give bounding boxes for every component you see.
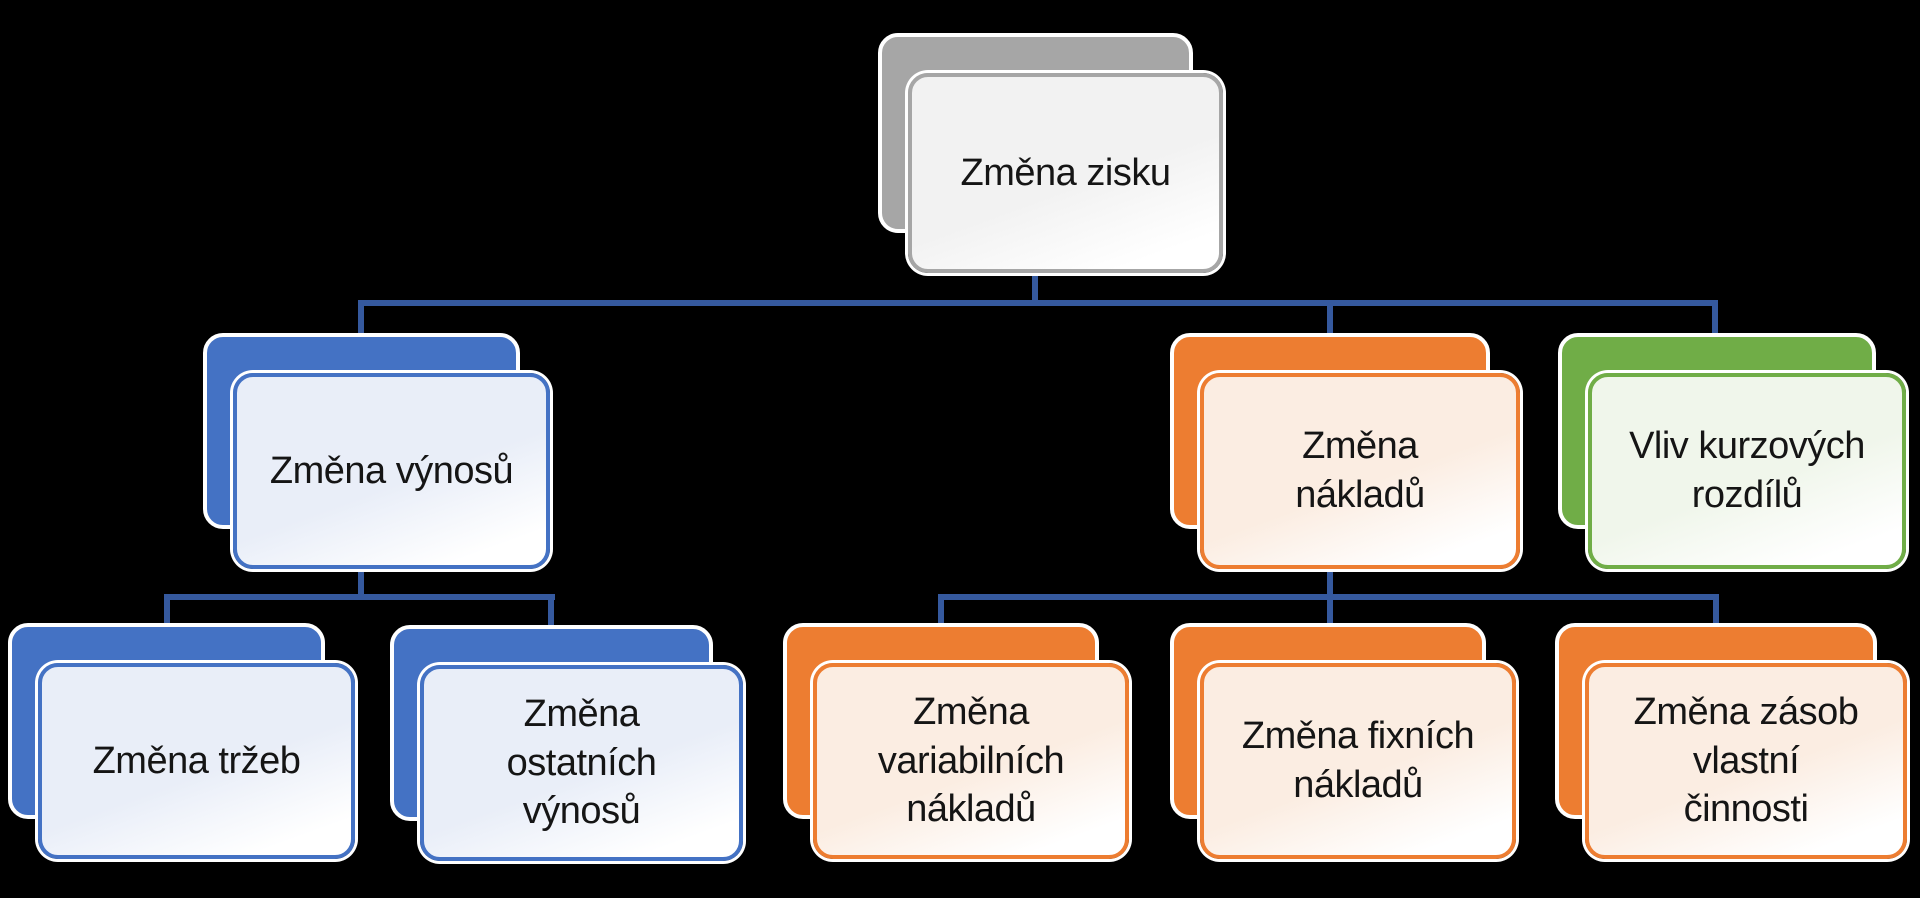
node-front-card: Změna ostatních výnosů bbox=[420, 665, 743, 861]
connector-drop-variabilni bbox=[938, 594, 944, 628]
node-zmena-variabilnich-nakladu: Změna variabilních nákladů bbox=[783, 623, 1129, 859]
node-zmena-zisku: Změna zisku bbox=[878, 33, 1223, 273]
connector-vynosu-feed bbox=[358, 560, 364, 600]
node-zmena-zasob-vlastni-cinnosti: Změna zásob vlastní činnosti bbox=[1555, 623, 1907, 859]
node-zmena-vynosu: Změna výnosů bbox=[203, 333, 550, 569]
node-front-card: Změna tržeb bbox=[38, 663, 355, 859]
connector-nakladu-children-rail bbox=[938, 594, 1719, 600]
node-front-card: Vliv kurzových rozdílů bbox=[1588, 373, 1906, 569]
node-front-card: Změna výnosů bbox=[233, 373, 550, 569]
connector-drop-trzby bbox=[164, 594, 170, 628]
connector-drop-vynosy bbox=[358, 300, 364, 336]
connector-drop-kurz bbox=[1712, 300, 1718, 336]
node-front-card: Změna nákladů bbox=[1200, 373, 1520, 569]
node-label: Vliv kurzových rozdílů bbox=[1629, 425, 1865, 516]
connector-zisk-feed bbox=[1032, 262, 1038, 306]
node-zmena-nakladu: Změna nákladů bbox=[1170, 333, 1520, 569]
node-label: Změna výnosů bbox=[269, 449, 514, 492]
node-label: Změna tržeb bbox=[92, 739, 301, 782]
node-front-card: Změna zásob vlastní činnosti bbox=[1585, 663, 1907, 859]
node-label: Změna zásob vlastní činnosti bbox=[1633, 691, 1859, 831]
connector-drop-naklady bbox=[1327, 300, 1333, 336]
node-zmena-fixnich-nakladu: Změna fixních nákladů bbox=[1170, 623, 1516, 859]
node-label: Změna nákladů bbox=[1295, 425, 1425, 516]
connector-drop-ostatni bbox=[548, 594, 554, 630]
node-label: Změna ostatních výnosů bbox=[506, 693, 657, 833]
connector-level2-rail bbox=[358, 300, 1718, 306]
node-front-card: Změna fixních nákladů bbox=[1200, 663, 1516, 859]
connector-drop-zasoby bbox=[1713, 594, 1719, 628]
node-front-card: Změna zisku bbox=[908, 73, 1223, 273]
node-zmena-trzeb: Změna tržeb bbox=[8, 623, 355, 859]
node-zmena-ostatnich-vynosu: Změna ostatních výnosů bbox=[390, 625, 743, 861]
connector-vynosu-children-rail bbox=[164, 594, 555, 600]
node-label: Změna fixních nákladů bbox=[1241, 715, 1475, 806]
node-front-card: Změna variabilních nákladů bbox=[813, 663, 1129, 859]
node-vliv-kurzovych-rozdilu: Vliv kurzových rozdílů bbox=[1558, 333, 1906, 569]
node-label: Změna zisku bbox=[960, 151, 1171, 194]
node-label: Změna variabilních nákladů bbox=[877, 691, 1065, 831]
